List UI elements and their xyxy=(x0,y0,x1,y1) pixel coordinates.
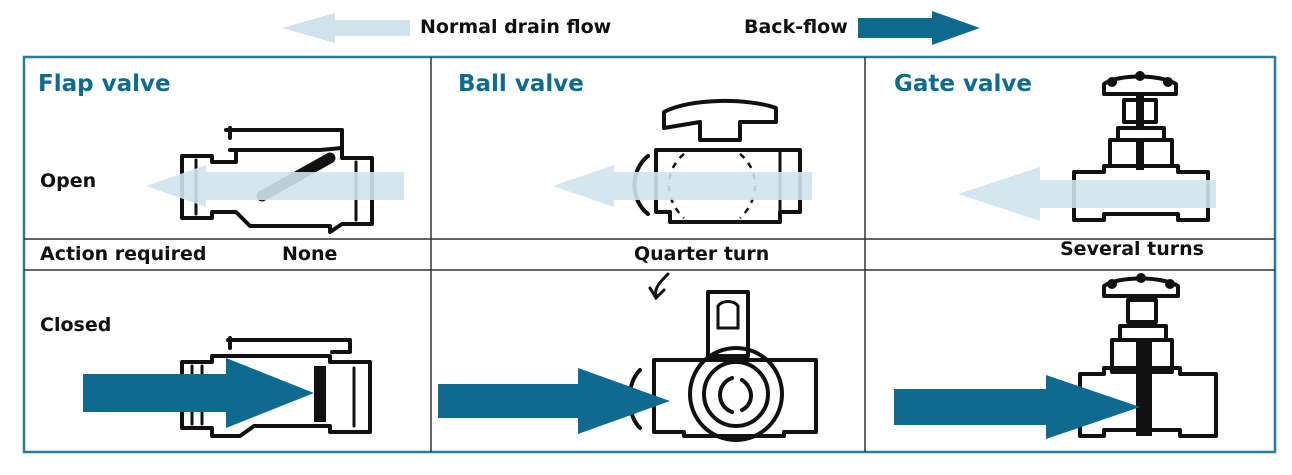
flap-valve-action: None xyxy=(282,243,338,265)
gate-valve-title: Gate valve xyxy=(894,71,1032,97)
gate-valve-open-drawing xyxy=(1072,71,1210,222)
gate-valve-action: Several turns xyxy=(1060,238,1204,260)
ball-valve-title: Ball valve xyxy=(458,71,584,97)
action-required-label: Action required xyxy=(40,243,207,265)
ball-valve-closed-backflow-arrow xyxy=(438,368,670,434)
ball-valve-closed-drawing xyxy=(627,272,818,442)
ball-valve-open-drawing xyxy=(632,98,802,224)
ball-valve-open-normal-arrow xyxy=(553,165,812,207)
closed-row-label: Closed xyxy=(40,314,112,336)
normal-drain-flow-label: Normal drain flow xyxy=(420,16,612,38)
open-row-label: Open xyxy=(40,170,97,192)
gate-valve-closed-drawing xyxy=(1078,273,1218,438)
back-flow-label: Back-flow xyxy=(744,16,848,38)
table-frame xyxy=(22,55,1277,454)
ball-valve-action: Quarter turn xyxy=(634,243,770,265)
flap-valve-closed-drawing xyxy=(180,336,372,438)
flap-valve-closed-backflow-arrow xyxy=(83,358,314,428)
flap-valve-open-normal-arrow xyxy=(146,165,404,207)
flap-valve-title: Flap valve xyxy=(38,71,171,97)
gate-valve-closed-backflow-arrow xyxy=(894,375,1140,439)
normal-drain-flow-legend-arrow xyxy=(282,13,410,43)
back-flow-legend-arrow xyxy=(858,11,980,45)
gate-valve-open-normal-arrow xyxy=(958,167,1216,221)
